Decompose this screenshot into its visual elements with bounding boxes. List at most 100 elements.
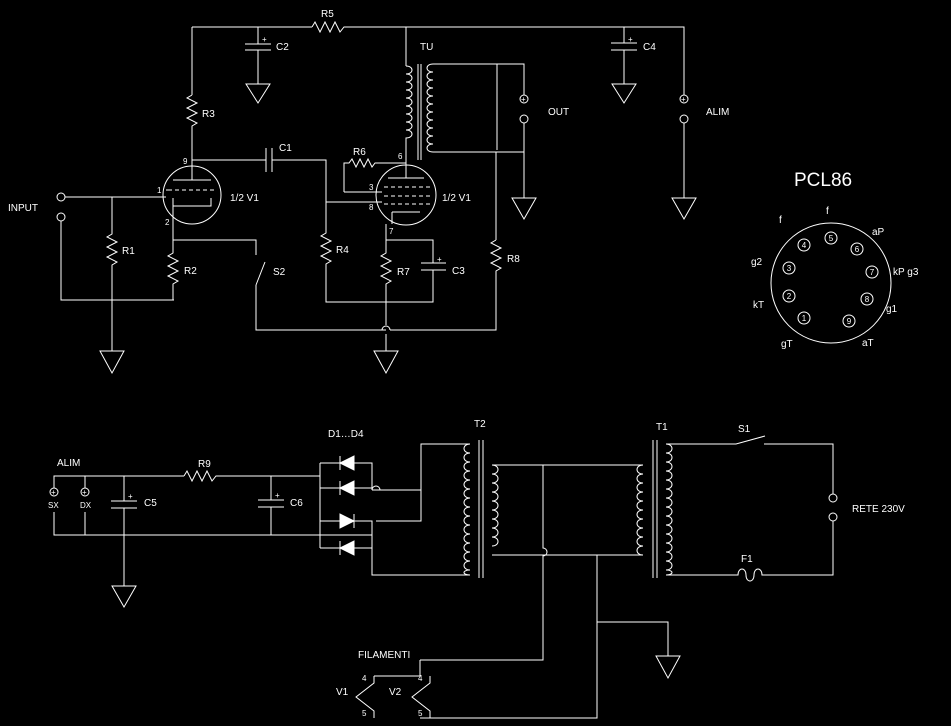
ground-symbol-1 — [99, 350, 125, 375]
f1-fuse — [666, 521, 834, 582]
sx-label: SX — [48, 501, 59, 510]
f1-label: F1 — [741, 554, 753, 565]
r4-label: R4 — [336, 245, 349, 256]
s2-switch — [173, 239, 386, 331]
socket-pin-number-5: 5 — [829, 234, 834, 243]
pin-name-kp-g3: kP g3 — [893, 267, 919, 278]
t1-primary — [665, 443, 673, 576]
v1-filament — [355, 675, 420, 718]
socket-pin-6 — [850, 242, 864, 256]
v1b-label: 1/2 V1 — [442, 193, 471, 204]
r8-resistor — [390, 239, 503, 331]
t2-secondary-wires — [420, 464, 643, 661]
c5-capacitor — [111, 476, 137, 609]
filament-ground — [420, 555, 681, 719]
tu-primary-coil — [405, 65, 413, 158]
sx-plus: + — [51, 488, 56, 497]
pin-3: 3 — [369, 183, 374, 192]
dx-label: DX — [80, 501, 92, 510]
tube-v1b-internals — [384, 158, 430, 224]
pin-name-f-top: f — [826, 206, 829, 217]
socket-pin-8 — [860, 292, 874, 306]
alim-label: ALIM — [706, 107, 729, 118]
r8-label: R8 — [507, 254, 520, 265]
preamp-circuit: R5 + C2 TU + C4 + ALIM R3 9 1 2 1/2 V1 C… — [8, 9, 729, 375]
c2-label: C2 — [276, 42, 289, 53]
v1-pin-4: 4 — [362, 674, 367, 683]
c2-capacitor — [245, 27, 271, 104]
input-label: INPUT — [8, 203, 38, 214]
alim-ground — [671, 123, 697, 221]
t1-label: T1 — [656, 422, 668, 433]
pin-name-at: aT — [862, 338, 874, 349]
c4-capacitor — [611, 27, 637, 104]
c3-capacitor — [386, 239, 446, 303]
r5-label: R5 — [321, 9, 334, 20]
r2-resistor — [166, 214, 180, 300]
pin-8: 8 — [369, 203, 374, 212]
tu-core — [417, 64, 422, 160]
v2-pin-5: 5 — [418, 709, 423, 718]
c3-label: C3 — [452, 266, 465, 277]
socket-pin-3 — [782, 261, 796, 275]
v2-filament — [411, 660, 431, 719]
r2-label: R2 — [184, 266, 197, 277]
r7-resistor — [379, 224, 393, 324]
c4-label: C4 — [643, 42, 656, 53]
diode-d4 — [338, 540, 355, 556]
alim-plus-terminal — [679, 94, 689, 104]
psu-output-wires — [53, 475, 372, 536]
t2-label: T2 — [474, 419, 486, 430]
c6-plus: + — [275, 491, 280, 500]
tu-label: TU — [420, 42, 433, 53]
r6-label: R6 — [353, 147, 366, 158]
r3-resistor — [185, 94, 199, 160]
t1-secondary — [636, 464, 644, 556]
out-ground — [511, 123, 537, 221]
s1-switch — [666, 435, 834, 494]
mains-terminal-1 — [828, 493, 838, 503]
pin-9: 9 — [183, 157, 188, 166]
c6-capacitor — [258, 476, 284, 535]
socket-pin-5 — [824, 231, 838, 245]
v2-label: V2 — [389, 687, 402, 698]
socket-pin-number-6: 6 — [855, 245, 860, 254]
r9-resistor — [183, 469, 320, 483]
alim-plus-sign: + — [681, 95, 686, 104]
socket-pin-9 — [842, 314, 856, 328]
v2-pin-4: 4 — [418, 674, 423, 683]
tube-v1a-internals — [166, 160, 214, 214]
pin-name-ap: aP — [872, 227, 885, 238]
rete-label: RETE 230V — [852, 504, 905, 515]
socket-pin-2 — [782, 289, 796, 303]
psu-alim-label: ALIM — [57, 458, 80, 469]
out-label: OUT — [548, 107, 569, 118]
filamenti-label: FILAMENTI — [358, 650, 410, 661]
socket-pin-1 — [797, 311, 811, 325]
t2-core — [478, 440, 484, 578]
r4-resistor — [319, 202, 386, 303]
t2-secondary — [491, 464, 499, 547]
t2-primary — [463, 443, 471, 576]
diode-d1 — [338, 455, 355, 471]
tu-secondary-coil — [426, 63, 434, 153]
c1-label: C1 — [279, 143, 292, 154]
r5-resistor — [311, 20, 346, 34]
r1-resistor — [105, 197, 119, 351]
dx-plus: + — [82, 488, 87, 497]
c3-plus: + — [437, 255, 442, 264]
pin-name-f-left: f — [779, 215, 782, 226]
socket-pin-number-8: 8 — [865, 295, 870, 304]
r3-label: R3 — [202, 109, 215, 120]
input-ground-wire — [60, 221, 174, 301]
r7-label: R7 — [397, 267, 410, 278]
socket-pin-4 — [797, 238, 811, 252]
socket-pin-number-2: 2 — [787, 292, 792, 301]
pcl86-socket — [770, 222, 892, 344]
pin-6: 6 — [398, 152, 403, 161]
pin-name-gt: gT — [781, 339, 793, 350]
socket-pin-number-4: 4 — [802, 241, 807, 250]
t1-core — [652, 440, 658, 578]
